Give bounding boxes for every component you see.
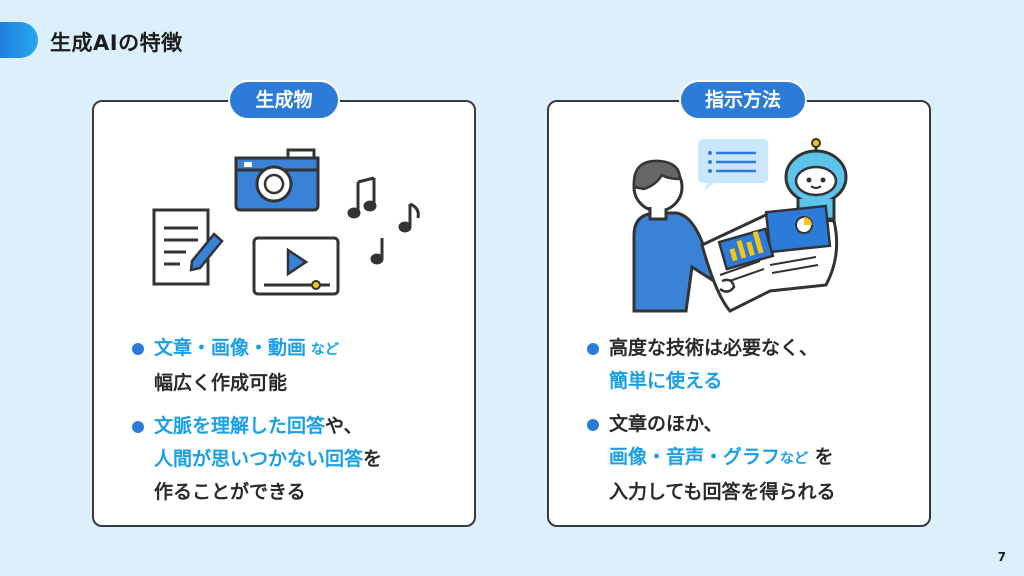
slide-title: 生成AIの特徴 (50, 31, 183, 55)
bullet-small-text: など (306, 342, 339, 358)
instruction-method-bullets: 高度な技術は必要なく、 簡単に使える 文章のほか、 画像・音声・グラフなど を … (587, 332, 835, 519)
generated-content-bullets: 文章・画像・動画 など 幅広く作成可能 文脈を理解した回答や、 人間が思いつかな… (132, 332, 382, 519)
document-pencil-icon (152, 208, 224, 286)
bullet-highlight: 文章・画像・動画 (154, 337, 307, 359)
bullet-text: 文章のほか、 (609, 413, 723, 435)
bullet-item: 文脈を理解した回答や、 人間が思いつかない回答を 作ることができる (132, 410, 382, 509)
bullet-highlight: 画像・音声・グラフ (609, 446, 781, 468)
bullet-dot (587, 343, 599, 355)
label-generated-content: 生成物 (228, 80, 340, 120)
bullet-small-text: など (780, 451, 809, 467)
bullet-highlight: 人間が思いつかない回答 (154, 448, 364, 470)
video-player-icon (252, 236, 340, 296)
bullet-text: を (363, 448, 383, 470)
bullet-highlight: 簡単に使える (609, 370, 723, 392)
bullet-text: 幅広く作成可能 (154, 372, 288, 394)
document-chart-icon (700, 204, 839, 313)
bullet-highlight: 文脈を理解した回答 (154, 415, 326, 437)
bullet-dot (132, 421, 144, 433)
bullet-text: 入力しても回答を得られる (609, 481, 836, 503)
bullet-text: を (808, 446, 834, 468)
bullet-item: 文章のほか、 画像・音声・グラフなど を 入力しても回答を得られる (587, 408, 835, 509)
label-instruction-method: 指示方法 (679, 80, 807, 120)
bullet-item: 高度な技術は必要なく、 簡単に使える (587, 332, 835, 398)
chat-bubble-icon (698, 139, 768, 191)
camera-icon (234, 148, 320, 212)
generated-content-illustration (152, 148, 420, 296)
bullet-text: 作ることができる (154, 481, 306, 503)
person-icon (632, 159, 730, 313)
title-accent-bar (0, 22, 38, 58)
bullet-text: 高度な技術は必要なく、 (609, 337, 819, 359)
bullet-text: や、 (325, 415, 363, 437)
bullet-dot (132, 343, 144, 355)
bullet-dot (587, 419, 599, 431)
bullet-item: 文章・画像・動画 など 幅広く作成可能 (132, 332, 382, 400)
instruction-method-illustration (632, 138, 848, 313)
music-notes-icon (347, 176, 420, 265)
page-number: 7 (997, 550, 1006, 564)
